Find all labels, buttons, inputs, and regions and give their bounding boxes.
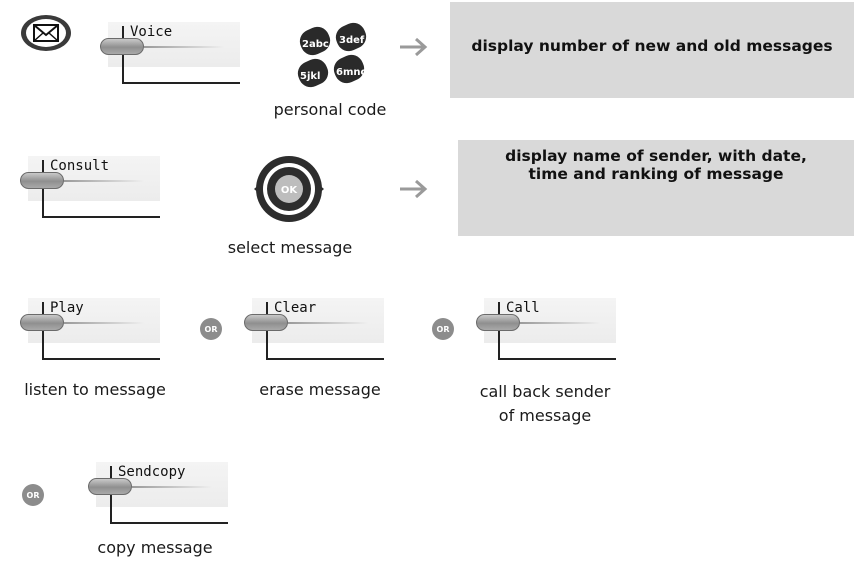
result-box-new-old-messages: display number of new and old messages: [450, 2, 854, 98]
or-badge: OR: [432, 318, 454, 340]
arrow-icon: [398, 36, 430, 62]
navigator-icon[interactable]: OK: [252, 152, 326, 226]
softkey-sendcopy[interactable]: Sendcopy: [88, 462, 228, 524]
ok-label: OK: [281, 185, 299, 196]
softkey-button[interactable]: [20, 172, 64, 189]
key-2-label: 2abc: [302, 39, 329, 50]
result-box-sender-details: display name of sender, with date, time …: [458, 140, 854, 236]
or-badge: OR: [22, 484, 44, 506]
softkey-label: Consult: [50, 158, 110, 174]
softkey-voice[interactable]: Voice: [100, 22, 240, 84]
keypad-icon[interactable]: 2abc 3def 5jkl 6mno: [294, 20, 374, 100]
sendcopy-caption: copy message: [97, 538, 213, 557]
softkey-label: Clear: [274, 300, 317, 316]
key-3-label: 3def: [339, 35, 365, 46]
key-2[interactable]: 2abc: [296, 23, 334, 59]
key-5[interactable]: 5jkl: [294, 55, 332, 91]
softkey-button[interactable]: [88, 478, 132, 495]
key-5-label: 5jkl: [300, 71, 320, 82]
arrow-icon: [398, 178, 430, 204]
messaging-key[interactable]: [20, 14, 72, 52]
softkey-consult[interactable]: Consult: [20, 156, 160, 218]
key-6-label: 6mno: [336, 67, 367, 78]
softkey-button[interactable]: [244, 314, 288, 331]
play-caption: listen to message: [24, 380, 166, 399]
key-6[interactable]: 6mno: [330, 51, 368, 87]
softkey-label: Play: [50, 300, 84, 316]
softkey-label: Sendcopy: [118, 464, 186, 480]
softkey-button[interactable]: [100, 38, 144, 55]
softkey-button[interactable]: [476, 314, 520, 331]
key-3[interactable]: 3def: [332, 20, 370, 55]
softkey-button[interactable]: [20, 314, 64, 331]
softkey-play[interactable]: Play: [20, 298, 160, 360]
clear-caption: erase message: [259, 380, 381, 399]
softkey-call[interactable]: Call: [476, 298, 616, 360]
softkey-clear[interactable]: Clear: [244, 298, 384, 360]
or-badge: OR: [200, 318, 222, 340]
navigator-caption: select message: [227, 238, 353, 257]
keypad-caption: personal code: [273, 100, 387, 119]
envelope-icon: [21, 15, 71, 51]
softkey-label: Call: [506, 300, 540, 316]
call-caption: call back sender of message: [479, 382, 611, 425]
softkey-label: Voice: [130, 24, 173, 40]
